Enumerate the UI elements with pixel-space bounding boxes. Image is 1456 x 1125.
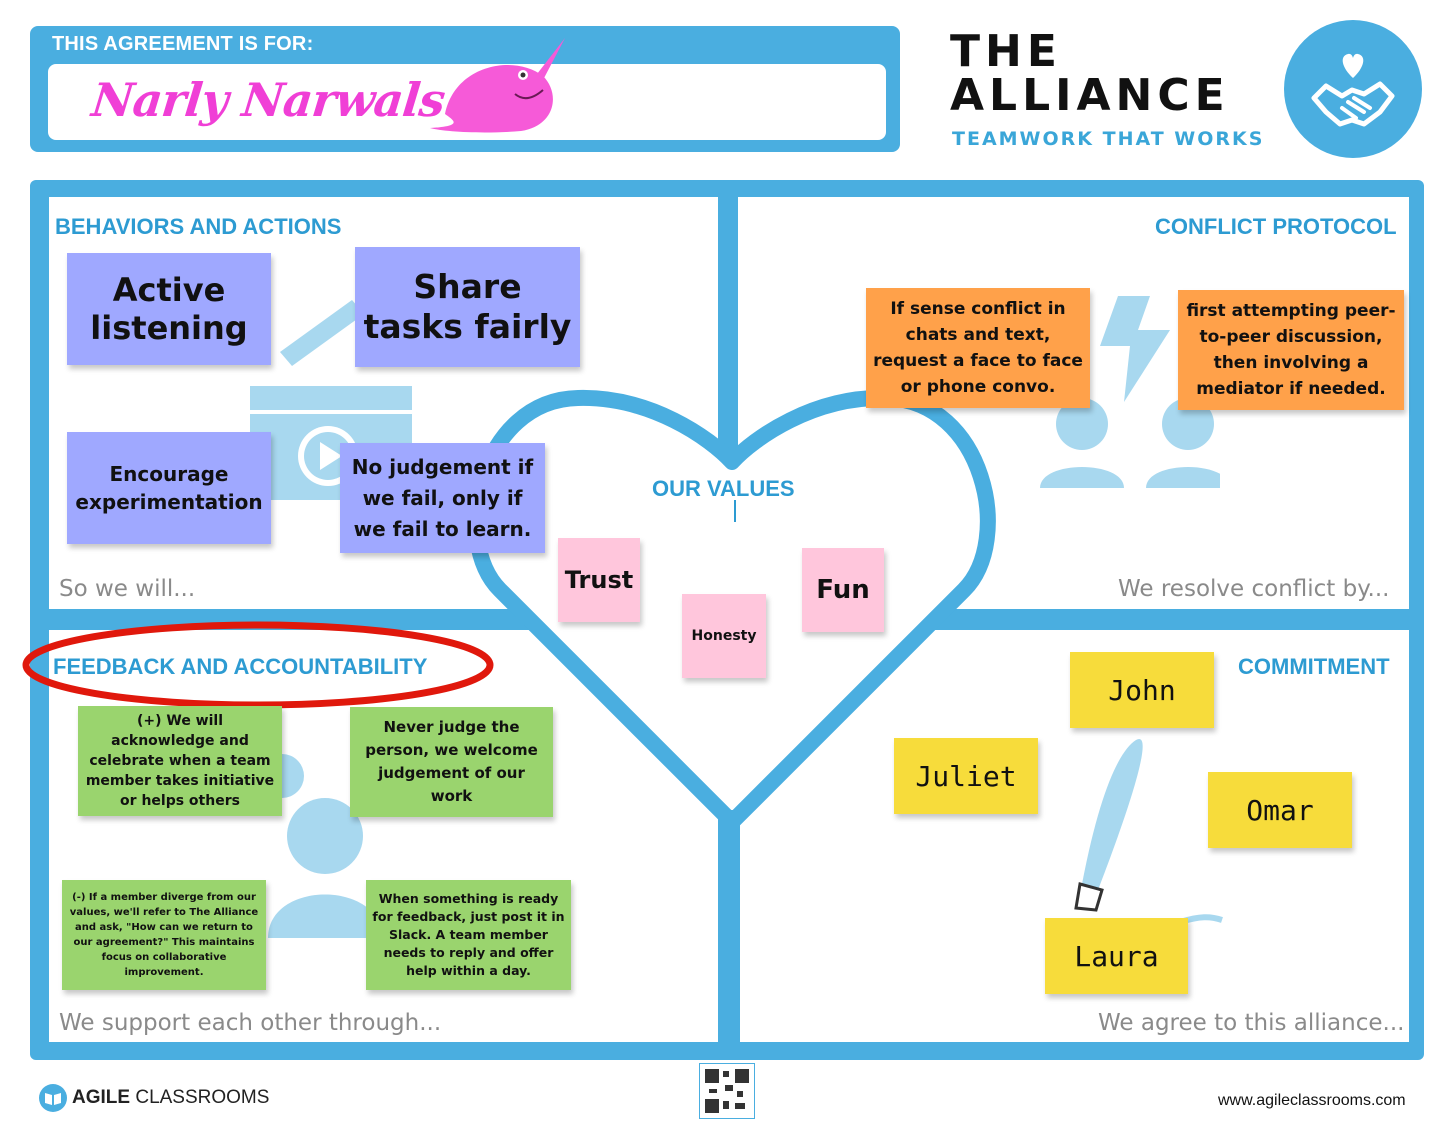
sticky-note: Share tasks fairly <box>355 247 580 367</box>
commitment-footnote: We agree to this alliance... <box>1098 1010 1405 1036</box>
team-name: Narly Narwals <box>89 73 448 127</box>
handshake-heart-icon <box>1311 53 1395 127</box>
footer-brand-bold: AGILE <box>72 1087 131 1108</box>
footer-brand-rest: CLASSROOMS <box>130 1087 270 1108</box>
narwhal-icon <box>430 38 565 133</box>
lightning-icon <box>1100 296 1170 402</box>
feedback-title: FEEDBACK AND ACCOUNTABILITY <box>53 654 428 679</box>
book-icon <box>39 1084 67 1112</box>
brand-title-line2: ALLIANCE <box>950 70 1230 121</box>
sticky-note: Active listening <box>67 253 271 365</box>
brand-title: THE ALLIANCE <box>950 30 1230 118</box>
sticky-note: Trust <box>558 538 640 622</box>
commitment-title: COMMITMENT <box>1238 654 1390 679</box>
conflict-title: CONFLICT PROTOCOL <box>1155 214 1397 239</box>
values-title: OUR VALUES <box>652 476 795 501</box>
behaviors-title: BEHAVIORS AND ACTIONS <box>55 214 342 239</box>
sticky-note: Never judge the person, we welcome judge… <box>350 707 553 817</box>
footer-url[interactable]: www.agileclassrooms.com <box>1218 1092 1406 1109</box>
highlight-ellipse <box>22 621 494 709</box>
people-icon <box>1040 398 1220 488</box>
sticky-note: When something is ready for feedback, ju… <box>366 880 571 990</box>
person-icon <box>262 754 382 938</box>
sticky-note: Laura <box>1045 918 1188 994</box>
brand-tagline: TEAMWORK THAT WORKS <box>952 128 1265 150</box>
sticky-note: Honesty <box>682 594 766 678</box>
sticky-note: John <box>1070 652 1214 728</box>
sticky-note: first attempting peer-to-peer discussion… <box>1178 290 1404 410</box>
sticky-note: No judgement if we fail, only if we fail… <box>340 443 545 553</box>
text-cursor <box>734 500 736 522</box>
conflict-footnote: We resolve conflict by... <box>1118 576 1390 602</box>
sticky-note: Fun <box>802 548 884 632</box>
fountain-pen-icon <box>1074 738 1223 925</box>
lightning-people-icon <box>1040 296 1220 488</box>
feedback-footnote: We support each other through... <box>59 1010 442 1036</box>
sticky-note: (+) We will acknowledge and celebrate wh… <box>78 706 282 816</box>
brand-title-line1: THE <box>950 26 1062 77</box>
sticky-note: (-) If a member diverge from our values,… <box>62 880 266 990</box>
sticky-note: If sense conflict in chats and text, req… <box>866 288 1090 408</box>
bottom-divider <box>726 810 740 1050</box>
sticky-note: Omar <box>1208 772 1352 848</box>
handshake-logo <box>1284 20 1422 158</box>
clapperboard-icon <box>250 300 412 500</box>
sticky-note: Juliet <box>894 738 1038 814</box>
behaviors-footnote: So we will... <box>59 576 196 602</box>
agreement-label: THIS AGREEMENT IS FOR: <box>52 33 314 55</box>
qr-code-icon <box>699 1063 755 1119</box>
footer-brand: AGILE CLASSROOMS <box>72 1087 269 1109</box>
sticky-note: Encourage experimentation <box>67 432 271 544</box>
